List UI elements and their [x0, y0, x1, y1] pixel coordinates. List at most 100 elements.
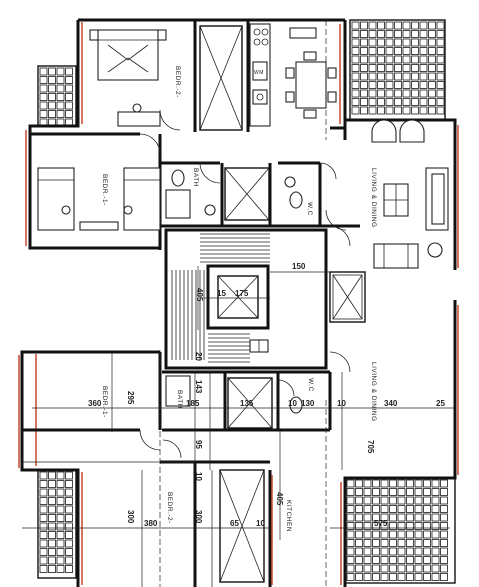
floor-tile: [440, 547, 448, 556]
floor-tile: [346, 573, 355, 581]
floor-tile: [372, 513, 380, 522]
floor-tile: [394, 106, 402, 115]
floor-tile: [346, 479, 355, 488]
floor-tile: [48, 548, 56, 556]
floor-tile: [48, 505, 56, 514]
floor-tile: [414, 522, 423, 530]
floor-tile: [377, 98, 385, 106]
floor-tile: [351, 89, 360, 98]
floor-tile: [406, 564, 414, 573]
floor-tile: [351, 81, 360, 89]
floor-tile: [372, 564, 380, 573]
floor-tile: [436, 30, 445, 38]
floor-tile: [380, 488, 389, 496]
floor-tile: [65, 522, 73, 531]
floor-tile: [414, 496, 423, 505]
floor-tile: [406, 488, 414, 496]
floor-tile: [56, 110, 65, 118]
floor-tile: [360, 98, 368, 106]
floor-tile: [419, 38, 428, 47]
floor-tile: [56, 76, 65, 84]
floor-tile: [377, 64, 385, 72]
floor-tile: [56, 539, 65, 548]
floor-tile: [419, 55, 428, 64]
floor-tile: [423, 556, 431, 564]
floor-tile: [440, 530, 448, 539]
floor-tile: [419, 81, 428, 89]
floor-tile: [402, 55, 411, 64]
floor-tile: [363, 539, 372, 547]
floor-tile: [414, 505, 423, 513]
floor-tile: [419, 21, 428, 30]
dim-175: 175: [235, 289, 249, 298]
dim-185: 185: [186, 399, 200, 408]
dim-150: 150: [292, 262, 306, 271]
floor-tile: [385, 106, 394, 115]
floor-tile: [440, 564, 448, 573]
balcony-tiles-bottom-left: [37, 469, 77, 579]
dimension-labels: 150 405 15 175 20 143 185 295 360 135 10…: [88, 262, 445, 528]
floor-tile: [402, 64, 411, 72]
floor-tile: [360, 47, 368, 55]
floor-tile: [436, 21, 445, 30]
floor-tile: [414, 530, 423, 539]
floor-tile: [355, 513, 363, 522]
floor-tile: [389, 513, 397, 522]
floor-tile: [380, 505, 389, 513]
floor-tile: [56, 101, 65, 110]
floor-tile: [394, 55, 402, 64]
floor-tile: [402, 106, 411, 115]
floor-tile: [406, 479, 414, 488]
floor-tile: [423, 488, 431, 496]
floor-tile: [385, 55, 394, 64]
floor-tile: [372, 505, 380, 513]
floor-tile: [377, 55, 385, 64]
floor-tile: [440, 513, 448, 522]
floor-tile: [402, 89, 411, 98]
floor-tile: [65, 480, 73, 488]
floor-tile: [440, 496, 448, 505]
floor-tile: [428, 21, 436, 30]
accent-lines: [18, 22, 459, 585]
floor-tile: [56, 548, 65, 556]
floor-tile: [436, 81, 445, 89]
floor-tile: [431, 505, 440, 513]
floor-tile: [372, 522, 380, 530]
floor-tile: [380, 530, 389, 539]
floor-tile: [406, 496, 414, 505]
floor-tile: [431, 564, 440, 573]
floor-tile: [346, 539, 355, 547]
doors: [139, 109, 351, 459]
balcony-tiles-bottom-right: [344, 477, 456, 584]
floor-tile: [419, 47, 428, 55]
floor-tile: [397, 547, 406, 556]
floor-tile: [394, 89, 402, 98]
floor-tile: [406, 556, 414, 564]
floor-tile: [431, 530, 440, 539]
floor-tile: [355, 488, 363, 496]
floor-tile: [389, 530, 397, 539]
floor-tile: [48, 565, 56, 573]
floor-tile: [368, 38, 377, 47]
floor-tile: [402, 81, 411, 89]
floor-tile: [411, 30, 419, 38]
floor-tile: [389, 564, 397, 573]
floor-tile: [402, 72, 411, 81]
floor-tile: [48, 67, 56, 76]
dim-575: 575: [374, 519, 388, 528]
floor-tile: [389, 556, 397, 564]
floor-tile: [363, 488, 372, 496]
floor-tile: [48, 93, 56, 101]
floor-tile: [380, 513, 389, 522]
label-bedroom-2-bottom: BEDR.-2-: [166, 492, 173, 524]
label-wc-top: W.C: [306, 202, 313, 216]
floor-tile: [419, 30, 428, 38]
floor-tile: [436, 98, 445, 106]
floor-tile: [39, 110, 48, 118]
floor-tile: [56, 505, 65, 514]
floor-tile: [368, 30, 377, 38]
dim-380: 380: [144, 519, 158, 528]
label-wc-bottom: W.C: [307, 378, 314, 392]
floor-tile: [428, 98, 436, 106]
floor-tile: [436, 64, 445, 72]
